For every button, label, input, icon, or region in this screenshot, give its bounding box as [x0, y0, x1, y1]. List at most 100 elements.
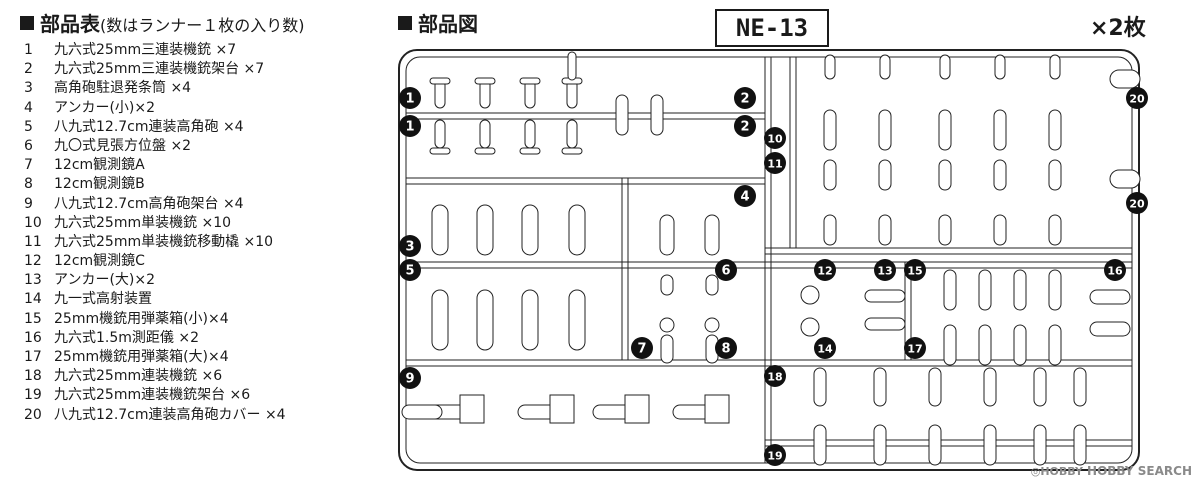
part-marker-label: 13	[877, 265, 892, 278]
part-number: 3	[24, 80, 33, 97]
part-marker	[734, 87, 756, 109]
part-shape	[431, 204, 449, 256]
part-number: 17	[24, 349, 42, 365]
part-number: 4	[24, 99, 33, 116]
part-name: 高角砲駐退発条筒 ×4	[54, 80, 192, 97]
part-shape	[429, 147, 451, 155]
part-shape	[873, 367, 887, 407]
part-shape	[521, 204, 539, 256]
part-number: 8	[24, 176, 33, 193]
part-shape	[1073, 424, 1087, 466]
part-marker	[715, 337, 737, 359]
sprue-frame-inner	[405, 56, 1133, 464]
part-marker-label: 2	[740, 120, 749, 135]
part-marker-label: 20	[1129, 93, 1145, 106]
part-shape	[928, 367, 942, 407]
part-shape	[943, 269, 957, 311]
part-shape	[983, 367, 997, 407]
part-shape	[476, 289, 494, 351]
square-bullet-icon	[398, 16, 412, 30]
part-shape	[813, 367, 827, 407]
part-name: 八九式12.7cm連装高角砲カバー ×4	[54, 406, 286, 423]
part-shape	[474, 77, 496, 85]
part-shape	[431, 289, 449, 351]
part-shape	[800, 285, 820, 305]
part-name: 九六式25mm連装機銃架台 ×6	[54, 387, 251, 404]
diagram-heading: 部品図	[418, 12, 478, 36]
part-marker	[814, 337, 836, 359]
part-shape	[705, 274, 719, 296]
part-name: 12cm観測鏡B	[54, 176, 145, 193]
part-shape	[864, 317, 906, 331]
part-shape	[459, 394, 485, 424]
part-marker-label: 7	[637, 342, 646, 357]
part-shape	[1089, 321, 1131, 337]
part-shape	[615, 94, 629, 136]
part-shape	[939, 54, 951, 80]
part-shape	[476, 204, 494, 256]
part-shape	[1089, 289, 1131, 305]
part-shape	[1048, 214, 1062, 246]
part-marker-label: 9	[405, 372, 414, 387]
part-shape	[519, 77, 541, 85]
part-shape	[938, 214, 952, 246]
part-number: 18	[24, 368, 42, 385]
part-shape	[660, 334, 674, 364]
part-number: 1	[24, 42, 33, 58]
part-shape	[813, 424, 827, 466]
part-shape	[873, 424, 887, 466]
part-shape	[878, 214, 892, 246]
part-marker	[399, 367, 421, 389]
part-name: 九六式25mm単装機銃移動橇 ×10	[54, 233, 274, 250]
part-name: 九六式1.5m測距儀 ×2	[54, 329, 199, 346]
part-shape	[978, 269, 992, 311]
part-shape	[568, 204, 586, 256]
part-marker-label: 1	[405, 92, 414, 107]
parts-list-heading: 部品表	[40, 12, 100, 36]
part-number: 20	[24, 406, 42, 423]
part-shape	[659, 317, 675, 333]
part-name: 九六式25mm三連装機銃架台 ×7	[54, 61, 265, 78]
part-name: 九一式高射装置	[54, 291, 152, 308]
part-marker-label: 4	[740, 190, 749, 205]
part-shape	[479, 119, 491, 149]
part-name: 九六式25mm単装機銃 ×10	[54, 214, 232, 231]
part-shape	[624, 394, 650, 424]
part-shape	[1013, 324, 1027, 366]
part-marker	[734, 115, 756, 137]
part-name: 12cm観測鏡A	[54, 157, 145, 174]
part-marker-label: 12	[817, 265, 832, 278]
part-shape	[943, 324, 957, 366]
part-shape	[1013, 269, 1027, 311]
parts-list-item: 20 八九式12.7cm連装高角砲カバー ×4	[24, 406, 286, 425]
part-marker	[399, 87, 421, 109]
part-shape	[1109, 69, 1141, 89]
part-shape	[823, 109, 837, 151]
part-shape	[823, 159, 837, 191]
part-shape	[993, 159, 1007, 191]
part-shape	[549, 394, 575, 424]
part-marker	[764, 127, 786, 149]
part-marker	[764, 152, 786, 174]
part-marker	[814, 259, 836, 281]
part-shape	[993, 109, 1007, 151]
part-shape	[993, 214, 1007, 246]
part-shape	[1049, 54, 1061, 80]
watermark-logo-text: ◎HOBBY	[1030, 465, 1084, 478]
part-marker	[874, 259, 896, 281]
part-marker-label: 10	[767, 133, 783, 146]
part-shape	[566, 119, 578, 149]
square-bullet-icon	[20, 16, 34, 30]
